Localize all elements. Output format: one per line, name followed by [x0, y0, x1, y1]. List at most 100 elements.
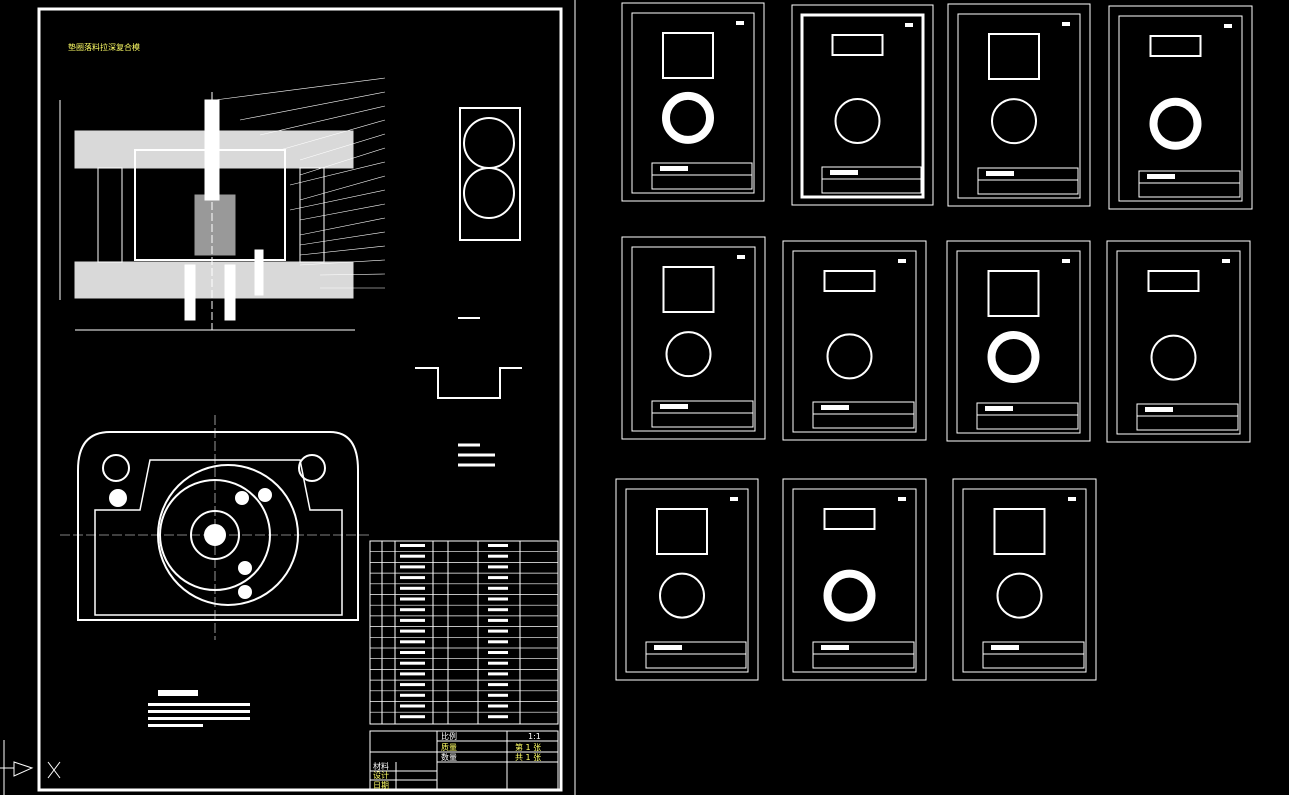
roughness-symbol	[1068, 497, 1076, 501]
parts-row-material	[488, 661, 508, 665]
parts-row-name	[400, 640, 425, 644]
part-sheet[interactable]	[952, 478, 1097, 681]
parts-row-name	[400, 618, 425, 622]
parts-row-material	[488, 597, 508, 601]
part-top-view	[659, 572, 705, 619]
parts-row-material	[488, 704, 508, 708]
parts-row-material	[488, 618, 508, 622]
part-sheets	[615, 2, 1253, 681]
roughness-symbol	[1222, 259, 1230, 263]
parts-row-name	[400, 629, 425, 633]
parts-row-material	[488, 586, 508, 590]
roughness-symbol	[1062, 22, 1070, 26]
part-title	[1145, 407, 1173, 412]
ratio-value: 1:1	[528, 732, 541, 741]
part-top-view	[1150, 334, 1197, 381]
part-front-view	[988, 33, 1040, 80]
part-front-view	[662, 32, 714, 79]
part-top-view	[987, 331, 1040, 383]
part-title	[830, 170, 858, 175]
part-sheet[interactable]	[782, 478, 927, 681]
part-front-view	[823, 270, 876, 292]
parts-row-name	[400, 565, 425, 569]
part-front-view	[1149, 35, 1202, 57]
roughness-symbol	[730, 497, 738, 501]
roughness-symbol	[898, 497, 906, 501]
part-front-view	[823, 508, 876, 530]
part-top-view	[1149, 97, 1202, 150]
parts-row-material	[488, 544, 508, 547]
part-top-view	[665, 331, 712, 378]
parts-row-name	[400, 597, 425, 601]
parts-row-name	[400, 586, 425, 590]
part-top-view	[834, 98, 881, 144]
part-front-view	[1147, 270, 1200, 292]
part-sheet[interactable]	[621, 236, 766, 440]
sheet-total: 共 1 张	[515, 753, 541, 762]
assembly-sheet[interactable]: 垫圈落料拉深复合模	[37, 7, 563, 792]
part-title	[654, 645, 682, 650]
count-label: 数量	[441, 752, 457, 762]
design-label: 设计	[373, 770, 389, 780]
part-top-view	[662, 91, 714, 144]
parts-row-name	[400, 608, 425, 612]
part-front-view	[662, 266, 715, 313]
parts-list	[369, 540, 559, 725]
part-sheet[interactable]	[946, 240, 1091, 442]
parts-row-name	[400, 715, 425, 719]
part-top-view	[823, 569, 876, 622]
part-title	[986, 171, 1014, 176]
parts-row-name	[400, 554, 425, 558]
part-sheet[interactable]	[782, 240, 927, 441]
section-view	[59, 92, 355, 331]
part-front-view	[993, 508, 1046, 555]
roughness-symbol	[1224, 24, 1232, 28]
part-front-view	[987, 270, 1040, 317]
part-title-block	[976, 402, 1079, 430]
part-sheet[interactable]	[947, 3, 1091, 207]
top-view	[459, 107, 521, 241]
parts-row-name	[400, 544, 425, 547]
parts-row-material	[488, 629, 508, 633]
part-title-block	[1136, 403, 1239, 431]
leader-lines	[214, 77, 386, 289]
roughness-symbol	[736, 21, 744, 25]
parts-row-material	[488, 640, 508, 644]
parts-row-material	[488, 651, 508, 654]
parts-row-material	[488, 683, 508, 687]
technical-notes	[148, 690, 250, 727]
part-sheet[interactable]	[1108, 5, 1253, 210]
parts-row-name	[400, 672, 425, 676]
part-title-block	[812, 641, 915, 669]
drawing-title: 垫圈落料拉深复合模	[68, 42, 140, 52]
part-title	[991, 645, 1019, 650]
parts-row-material	[488, 693, 508, 697]
part-title-block	[982, 641, 1085, 669]
part-sheet[interactable]	[621, 2, 765, 202]
part-title-block	[645, 641, 747, 669]
ucs-axis-icon	[0, 740, 61, 795]
parts-row-material	[488, 565, 508, 569]
parts-row-name	[400, 683, 425, 687]
roughness-symbol	[1062, 259, 1070, 263]
roughness-symbol	[737, 255, 745, 259]
sheet-number: 第 1 张	[515, 742, 541, 752]
part-title-block	[651, 162, 753, 190]
roughness-symbol	[905, 23, 913, 27]
part-title	[821, 645, 849, 650]
part-sheet[interactable]	[791, 4, 934, 206]
plan-view	[60, 415, 370, 640]
part-title-block	[821, 166, 922, 194]
part-sheet[interactable]	[1106, 240, 1251, 443]
parts-row-name	[400, 576, 425, 580]
part-sheet[interactable]	[615, 478, 759, 681]
part-front-view	[656, 508, 708, 555]
material-label: 材料	[373, 761, 389, 771]
parts-row-name	[400, 661, 425, 665]
parts-row-name	[400, 693, 425, 697]
part-title-block	[1138, 170, 1241, 198]
part-top-view	[991, 98, 1037, 145]
parts-row-name	[400, 651, 425, 654]
parts-row-material	[488, 554, 508, 558]
